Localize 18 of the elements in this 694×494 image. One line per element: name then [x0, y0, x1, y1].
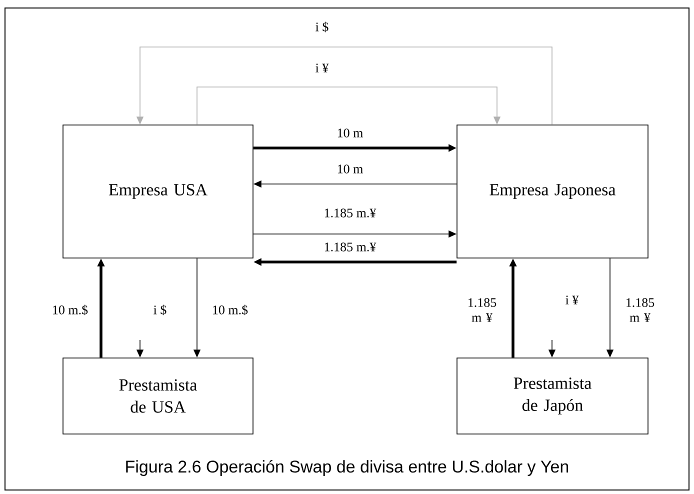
edge-label: i ¥	[314, 62, 330, 74]
edge-label: 10 m.$	[210, 304, 250, 316]
edge-label: i $	[152, 304, 168, 316]
edge-label: 1.185 m.¥	[322, 242, 378, 252]
entity-box: Prestamista de USA	[62, 358, 254, 434]
edge-label: 1.185 m.¥	[322, 208, 378, 218]
edge-label: i $	[314, 20, 330, 34]
entity-box: Empresa USA	[62, 124, 254, 258]
edge-label: 1.185 m ¥	[466, 297, 498, 323]
arrow	[196, 86, 501, 125]
entity-box: Empresa Japonesa	[456, 124, 648, 258]
edge-label: 10 m	[336, 164, 364, 174]
edge-label: 10 m.$	[50, 304, 90, 316]
caption: Figura 2.6 Operación Swap de divisa entre U.S.dolar y Yen	[126, 460, 568, 476]
edge-label: i ¥	[564, 294, 580, 306]
entity-box: Prestamista de Japón	[456, 358, 648, 434]
edge-label: 10 m	[336, 128, 364, 138]
edge-label: 1.185 m ¥	[624, 297, 656, 323]
